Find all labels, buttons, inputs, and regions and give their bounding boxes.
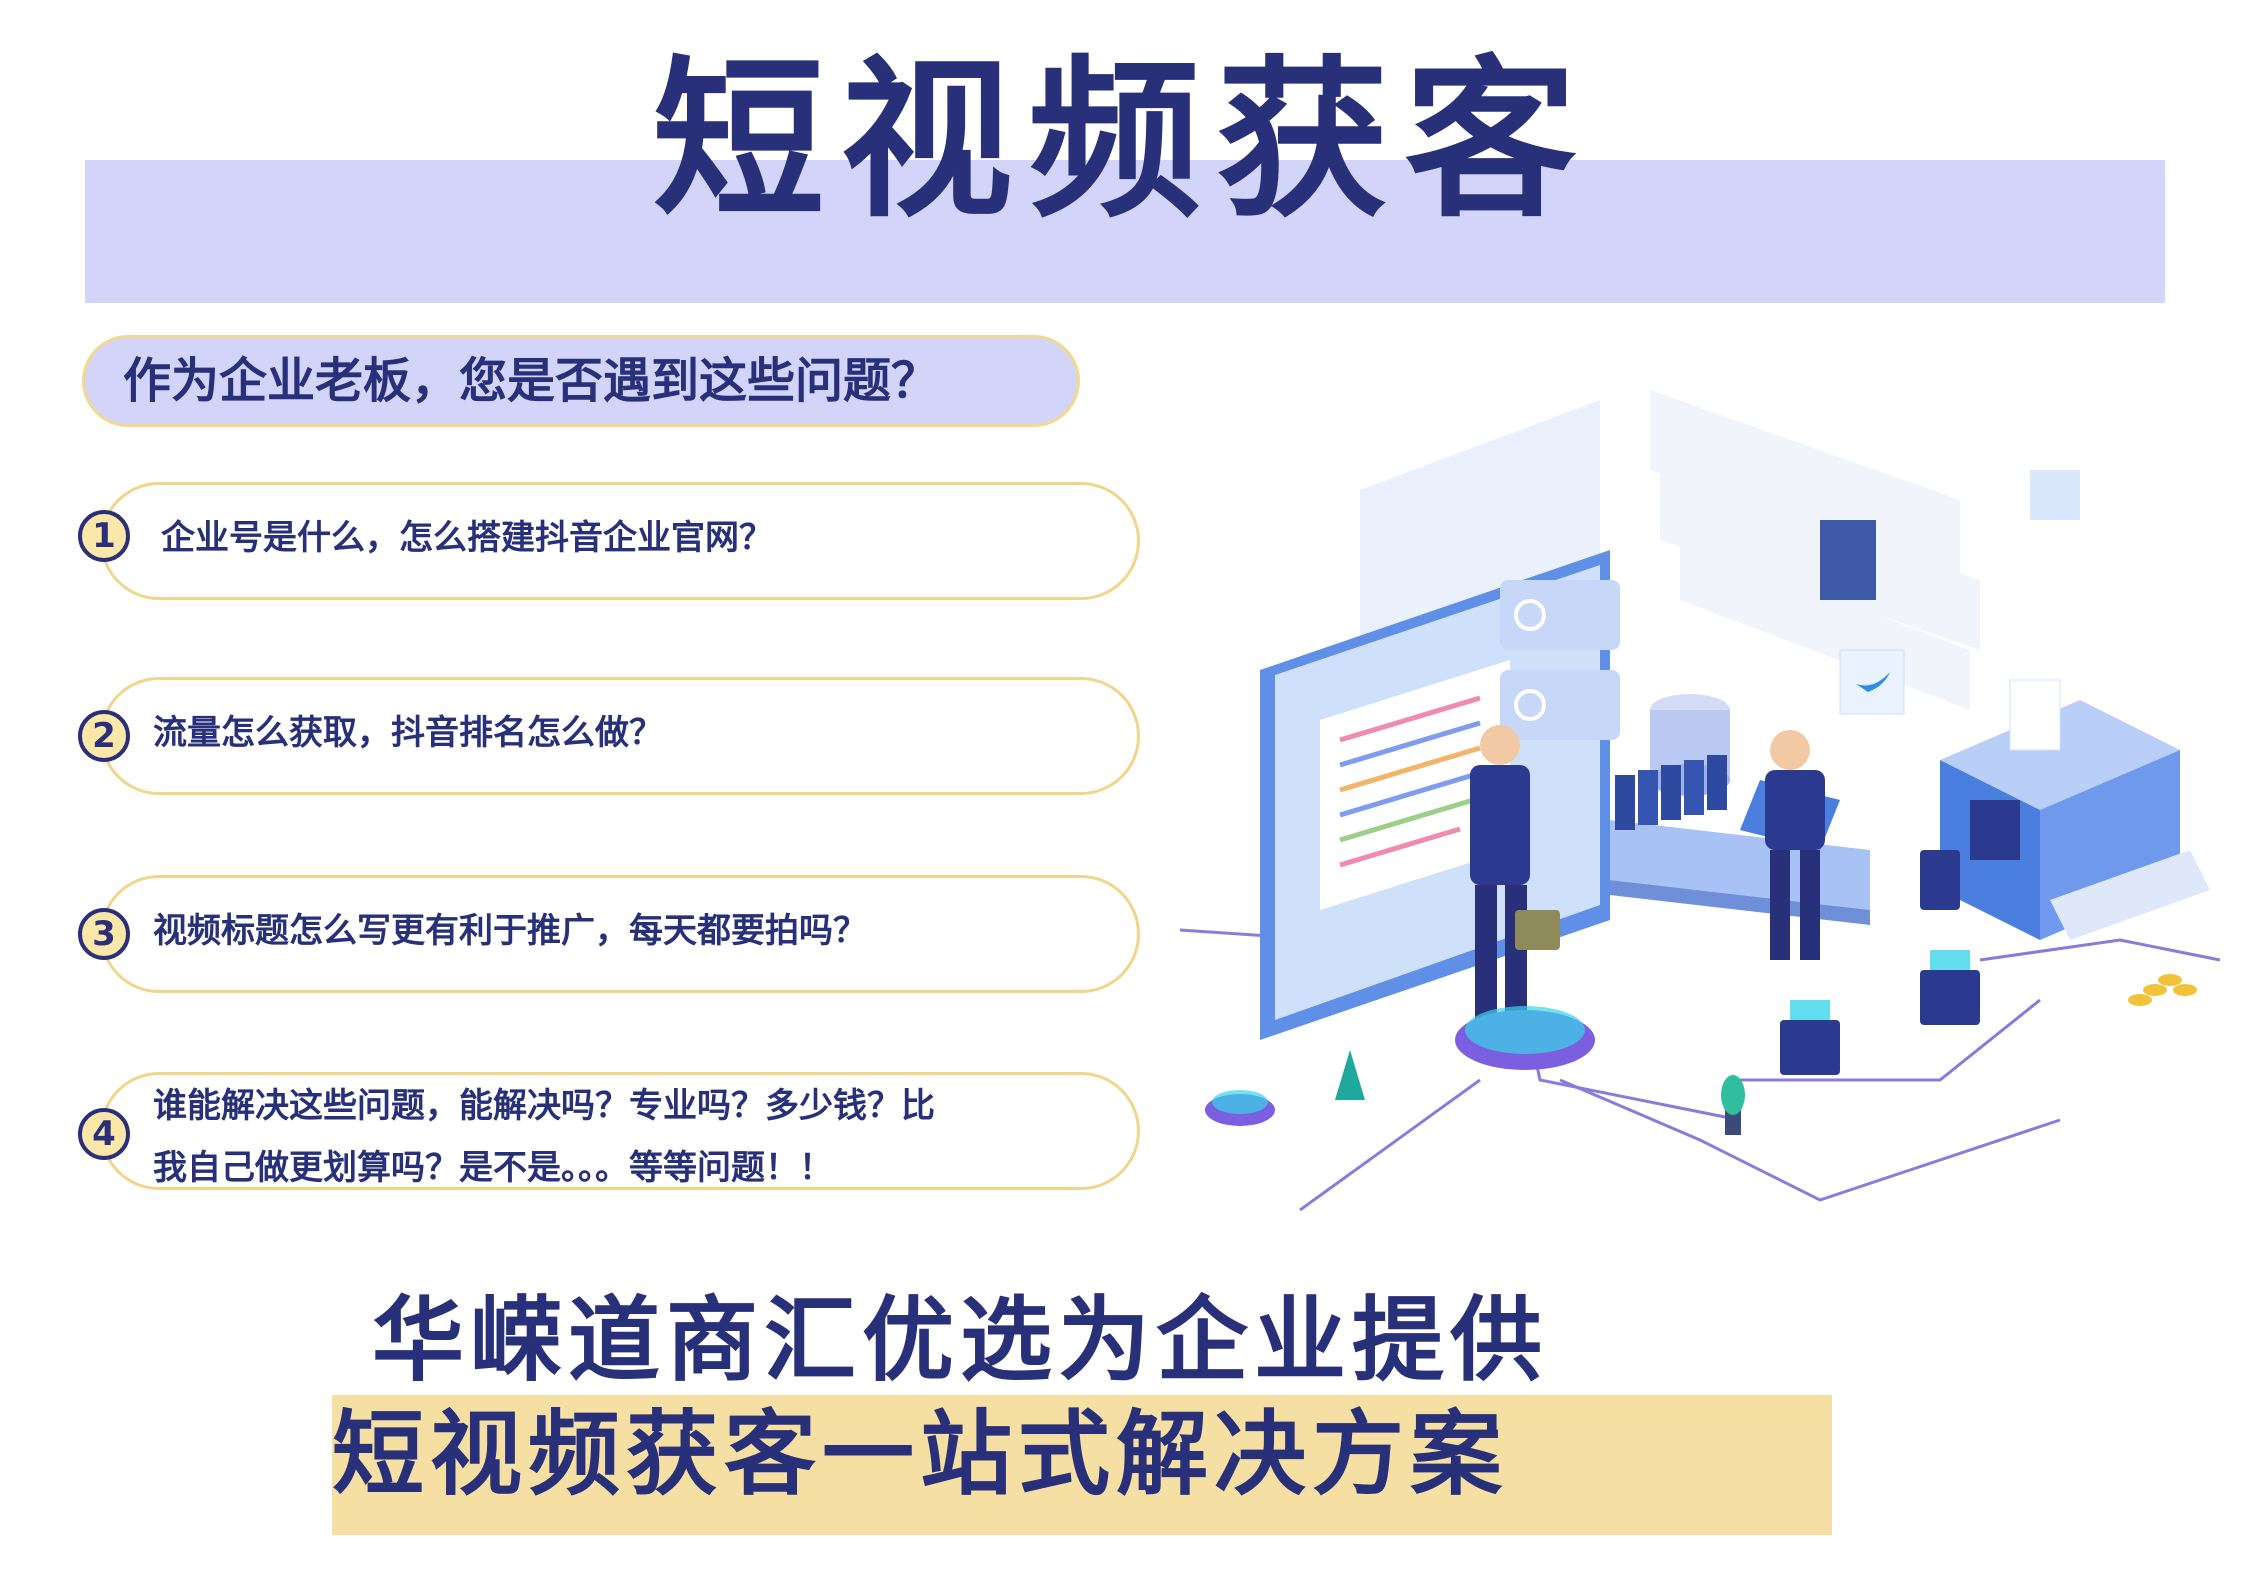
question-item-1: 企业号是什么，怎么搭建抖音企业官网？ — [100, 482, 1140, 600]
question-text-4-line1: 谁能解决这些问题，能解决吗？专业吗？多少钱？比 — [153, 1086, 935, 1126]
question-text-2: 流量怎么获取，抖音排名怎么做？ — [153, 713, 663, 753]
question-text-1: 企业号是什么，怎么搭建抖音企业官网？ — [161, 518, 773, 558]
question-number-1: 1 — [78, 510, 130, 562]
title-band — [85, 160, 2165, 303]
question-item-4: 谁能解决这些问题，能解决吗？专业吗？多少钱？比 我自己做更划算吗？是不是。。。等… — [100, 1072, 1140, 1190]
question-text-3: 视频标题怎么写更有利于推广，每天都要拍吗？ — [153, 911, 867, 951]
question-heading-pill: 作为企业老板，您是否遇到这些问题？ — [82, 335, 1080, 427]
page-title: 短视频获客 — [652, 40, 1593, 241]
question-number-4: 4 — [78, 1108, 130, 1160]
question-number-2: 2 — [78, 710, 130, 762]
footer-line-2: 短视频获客一站式解决方案 — [332, 1401, 1509, 1508]
question-text-4-line2: 我自己做更划算吗？是不是。。。等等问题！！ — [153, 1148, 833, 1188]
footer-line-1: 华嵘道商汇优选为企业提供 — [372, 1287, 1549, 1394]
question-heading: 作为企业老板，您是否遇到这些问题？ — [123, 353, 940, 409]
question-item-3: 视频标题怎么写更有利于推广，每天都要拍吗？ — [100, 875, 1140, 993]
question-text-4: 谁能解决这些问题，能解决吗？专业吗？多少钱？比 我自己做更划算吗？是不是。。。等… — [153, 1075, 1113, 1199]
business-illustration — [1180, 390, 2221, 1212]
question-item-2: 流量怎么获取，抖音排名怎么做？ — [100, 677, 1140, 795]
footer-highlight-band — [332, 1395, 1832, 1535]
question-number-3: 3 — [78, 908, 130, 960]
